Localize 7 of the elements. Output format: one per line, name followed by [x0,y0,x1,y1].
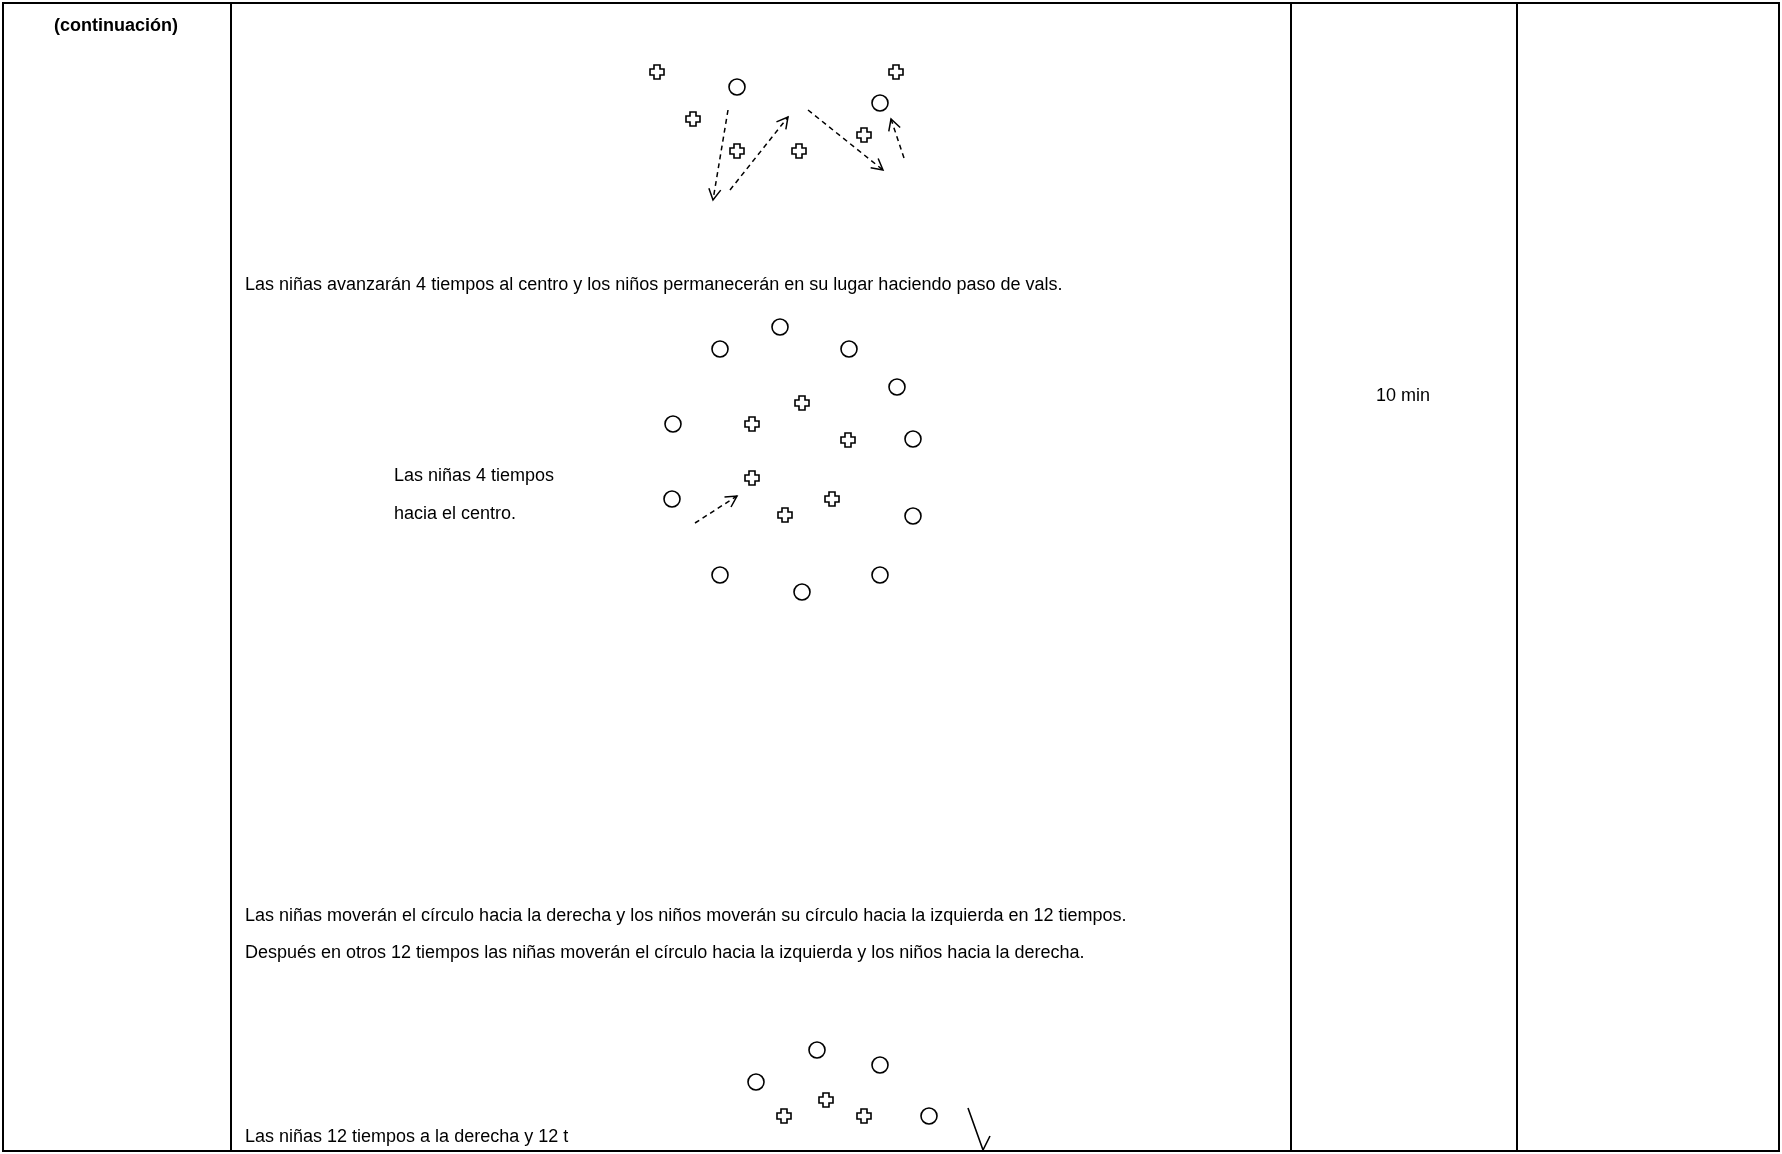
diagram-note: Las niñas 4 tiempos hacia el centro. [394,465,555,523]
instruction-text: Después en otros 12 tiempos las niñas moverán el círculo hacia la izquierda y los niños hacia la derecha. [245,942,1085,962]
instruction-text: Las niñas moverán el círculo hacia la derecha y los niños moverán su círculo hacia la izquierda en 12 tiempos. [245,905,1127,925]
instruction-text: Las niñas avanzarán 4 tiempos al centro y los niños permanecerán en su lugar haciendo paso de vals. [245,274,1063,294]
section-heading: (continuación) [54,15,178,35]
duration-text: 10 min [1376,385,1430,405]
diagram-note: Las niñas 12 tiempos a la derecha y 12 t [245,1126,569,1146]
